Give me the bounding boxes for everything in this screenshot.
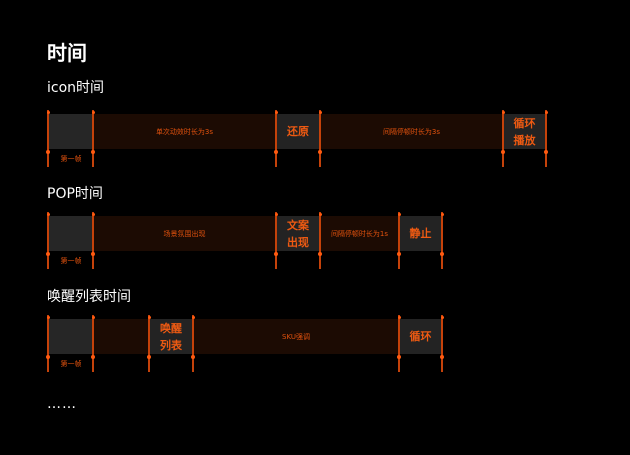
segment-label: 文案 出现: [287, 218, 309, 249]
tick-dot: [274, 213, 278, 216]
tick-dot: [46, 213, 50, 216]
timeline-icon: 单次动效时长为3s 还原 间隔停顿时长为3s 循环 播放第一帧: [0, 110, 630, 170]
tick-dot: [544, 111, 548, 114]
tick-dot: [440, 252, 444, 256]
segment-label: 间隔停顿时长为3s: [382, 127, 441, 136]
duration-segment: 间隔停顿时长为3s: [320, 114, 503, 149]
tick-dot: [91, 150, 95, 154]
tick-dot: [91, 316, 95, 319]
tick-dot: [147, 316, 151, 319]
tick-dot: [318, 252, 322, 256]
timeline-tick: [545, 110, 547, 167]
segment-label: 还原: [287, 125, 309, 138]
duration-segment: 单次动效时长为3s: [93, 114, 276, 149]
timeline-tick: [47, 110, 49, 167]
first-frame-block: [48, 319, 93, 354]
segment-label: 场景氛围出现: [163, 229, 206, 238]
timeline-tick: [398, 315, 400, 372]
tick-dot: [46, 150, 50, 154]
first-frame-block: [48, 216, 93, 251]
tick-dot: [147, 355, 151, 359]
timeline-tick: [441, 212, 443, 269]
more-ellipsis: ……: [47, 396, 77, 412]
segment-label: 循环 播放: [513, 116, 536, 147]
timeline-tick: [92, 315, 94, 372]
timeline-tick: [47, 212, 49, 269]
tick-dot: [91, 213, 95, 216]
action-segment: 还原: [276, 114, 320, 149]
tick-dot: [191, 316, 195, 319]
timeline-tick: [275, 212, 277, 269]
timeline-tick: [47, 315, 49, 372]
section-heading-wake-list: 唤醒列表时间: [47, 289, 131, 305]
action-segment: 文案 出现: [276, 216, 320, 251]
duration-segment: [93, 319, 149, 354]
segment-label: 循环: [409, 330, 432, 343]
tick-dot: [274, 150, 278, 154]
first-frame-block: [48, 114, 93, 149]
tick-dot: [501, 150, 505, 154]
tick-dot: [91, 252, 95, 256]
tick-dot: [440, 355, 444, 359]
tick-dot: [318, 213, 322, 216]
timeline-tick: [319, 212, 321, 269]
duration-segment: SKU强调: [193, 319, 399, 354]
action-segment: 循环 播放: [503, 114, 546, 149]
tick-dot: [46, 316, 50, 319]
tick-dot: [397, 316, 401, 319]
timeline-tick: [92, 110, 94, 167]
tick-dot: [46, 252, 50, 256]
tick-dot: [274, 111, 278, 114]
tick-dot: [397, 252, 401, 256]
first-frame-label: 第一帧: [60, 155, 82, 163]
tick-dot: [544, 150, 548, 154]
timeline-tick: [92, 212, 94, 269]
first-frame-label: 第一帧: [60, 360, 82, 368]
timeline-wake-list: 唤醒 列表 SKU强调 循环第一帧: [0, 315, 630, 375]
tick-dot: [440, 213, 444, 216]
duration-segment: 间隔停顿时长为1s: [320, 216, 399, 251]
action-segment: 静止: [399, 216, 442, 251]
segment-label: 单次动效时长为3s: [155, 127, 214, 136]
timeline-tick: [502, 110, 504, 167]
segment-label: 唤醒 列表: [160, 321, 182, 352]
action-segment: 循环: [399, 319, 442, 354]
timeline-tick: [398, 212, 400, 269]
page-title: 时间: [47, 41, 87, 65]
section-heading-pop: POP时间: [47, 186, 103, 202]
segment-label: 间隔停顿时长为1s: [330, 229, 389, 238]
tick-dot: [501, 111, 505, 114]
tick-dot: [91, 111, 95, 114]
first-frame-label: 第一帧: [60, 257, 82, 265]
timeline-tick: [275, 110, 277, 167]
tick-dot: [440, 316, 444, 319]
tick-dot: [46, 355, 50, 359]
segment-label: SKU强调: [282, 332, 310, 341]
tick-dot: [274, 252, 278, 256]
section-heading-icon: icon时间: [47, 80, 105, 96]
tick-dot: [191, 355, 195, 359]
timeline-tick: [441, 315, 443, 372]
tick-dot: [318, 150, 322, 154]
tick-dot: [91, 355, 95, 359]
action-segment: 唤醒 列表: [149, 319, 193, 354]
tick-dot: [397, 355, 401, 359]
timeline-tick: [319, 110, 321, 167]
timeline-tick: [148, 315, 150, 372]
segment-label: 静止: [409, 227, 432, 240]
timeline-tick: [192, 315, 194, 372]
tick-dot: [46, 111, 50, 114]
timeline-pop: 场景氛围出现 文案 出现 间隔停顿时长为1s 静止第一帧: [0, 212, 630, 272]
tick-dot: [318, 111, 322, 114]
duration-segment: 场景氛围出现: [93, 216, 276, 251]
tick-dot: [397, 213, 401, 216]
